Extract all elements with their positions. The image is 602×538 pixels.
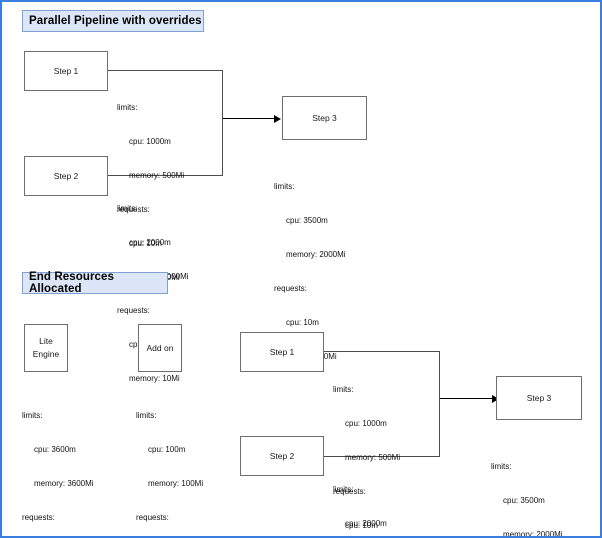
limits-memory: memory: 500Mi [129, 170, 185, 180]
requests-label: requests: [22, 512, 55, 522]
connector-step2-to-junction [107, 175, 223, 177]
connector-junction-to-bstep3 [440, 398, 493, 400]
node-label: Add on [146, 342, 174, 353]
node-label-line2: Engine [32, 349, 60, 359]
limits-label: limits: [136, 410, 157, 420]
connector-bstep1-to-junction [324, 351, 440, 353]
section-header-label: End Resources Allocated [29, 271, 115, 295]
node-bottom-step1[interactable]: Step 1 [240, 332, 324, 372]
requests-cpu: cpu: 10m [286, 318, 319, 328]
limits-label: limits: [333, 484, 354, 494]
node-step1[interactable]: Step 1 [24, 51, 108, 91]
limits-cpu: cpu: 100m [148, 444, 186, 454]
limits-memory: memory: 2000Mi [503, 529, 563, 538]
resources-bottom-step3: limits: cpu: 3500m memory: 2000Mi reques… [491, 438, 563, 538]
limits-cpu: cpu: 2000m [129, 237, 171, 247]
requests-memory: memory: 10Mi [129, 374, 180, 384]
requests-cpu: cpu: 10m [129, 239, 162, 249]
limits-label: limits: [117, 203, 138, 213]
limits-label: limits: [333, 384, 354, 394]
node-label: Step 2 [269, 450, 295, 461]
node-label: Step 3 [526, 392, 552, 403]
connector-step1-to-junction [107, 70, 223, 72]
limits-label: limits: [117, 102, 138, 112]
connector-bstep2-to-junction [324, 456, 440, 458]
node-bottom-step2[interactable]: Step 2 [240, 436, 324, 476]
limits-cpu: cpu: 3500m [286, 215, 328, 225]
resources-lite-engine: limits: cpu: 3600m memory: 3600Mi reques… [22, 387, 94, 536]
limits-memory: memory: 500Mi [345, 452, 401, 462]
resources-bottom-step2: limits: cpu: 2000m memory: 3000Mi reques… [333, 461, 405, 536]
limits-memory: memory: 100Mi [148, 478, 204, 488]
resources-add-on: limits: cpu: 100m memory: 100Mi requests… [136, 387, 204, 536]
requests-label: requests: [136, 512, 169, 522]
section-header-parallel-pipeline[interactable]: Parallel Pipeline with overrides [22, 10, 204, 32]
node-label: Step 1 [269, 346, 295, 357]
limits-memory: memory: 2000Mi [286, 249, 346, 259]
arrow-head-icon [492, 395, 499, 403]
requests-label: requests: [333, 486, 366, 496]
node-add-on[interactable]: Add on [138, 324, 182, 372]
node-step3[interactable]: Step 3 [282, 96, 367, 140]
requests-label: requests: [274, 283, 307, 293]
node-bottom-step3[interactable]: Step 3 [496, 376, 582, 420]
node-label: Step 3 [312, 112, 337, 123]
limits-memory: memory: 3600Mi [34, 478, 94, 488]
node-label: Step 2 [53, 170, 79, 181]
limits-cpu: cpu: 2000m [345, 518, 387, 528]
limits-cpu: cpu: 1000m [345, 418, 387, 428]
requests-label: requests: [117, 305, 150, 315]
requests-label: requests: [117, 204, 150, 214]
limits-cpu: cpu: 1000m [129, 136, 171, 146]
arrow-head-icon [274, 115, 281, 123]
resources-bottom-step1: limits: cpu: 1000m memory: 500Mi request… [333, 361, 401, 536]
limits-label: limits: [491, 461, 512, 471]
requests-cpu: cpu: 10m [345, 521, 378, 531]
limits-label: limits: [274, 181, 295, 191]
section-header-end-resources[interactable]: End Resources Allocated [22, 271, 168, 295]
node-step2[interactable]: Step 2 [24, 156, 108, 196]
connector-junction-vertical [222, 70, 224, 176]
limits-cpu: cpu: 3600m [34, 444, 76, 454]
node-label-line1: Lite [39, 336, 53, 347]
connector-junction-vertical-bottom [439, 351, 441, 457]
limits-label: limits: [22, 410, 43, 420]
node-label: Step 1 [53, 65, 79, 76]
limits-cpu: cpu: 3500m [503, 495, 545, 505]
connector-junction-to-step3 [223, 118, 275, 120]
section-header-label: Parallel Pipeline with overrides [29, 15, 202, 27]
